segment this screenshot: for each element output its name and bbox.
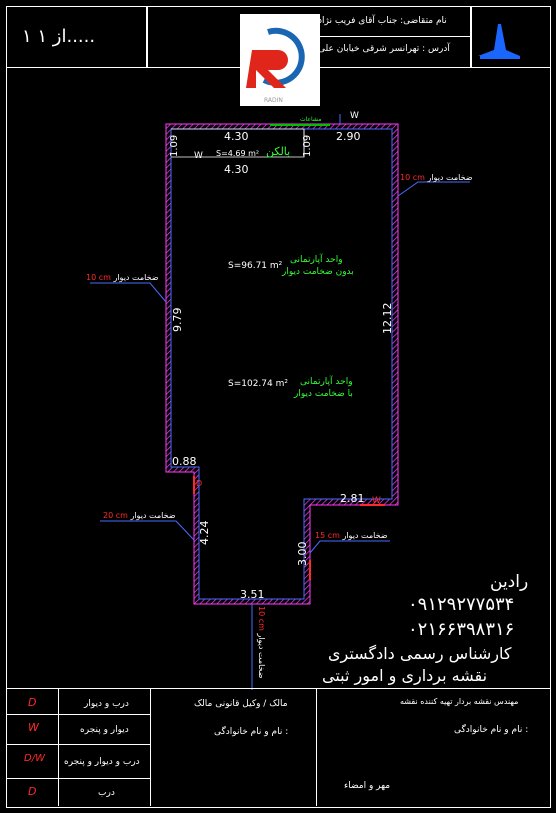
engineer-l2: نام و نام خانوادگی : xyxy=(454,725,529,735)
owner-block-l2: نام و نام خانوادگی : xyxy=(214,727,289,737)
wall-note-prefix: ضخامت دیوار xyxy=(113,273,159,282)
balcony-area: S=4.69 m² xyxy=(216,149,260,158)
footer-col-divider-2 xyxy=(150,688,151,806)
owner-label: نام متقاضی: جناب آقای فریب نژاد xyxy=(318,16,447,26)
dim-top-left: 4.30 xyxy=(224,130,249,143)
dim-right: 12.12 xyxy=(381,302,394,335)
wall-note-right-lower: 15 cm ضخامت دیوار xyxy=(315,531,388,540)
area-without-wall: S=96.71 m² xyxy=(228,261,283,271)
wall-note-prefix: ضخامت دیوار xyxy=(257,633,266,679)
footer-row-2 xyxy=(6,744,150,745)
leader-left-lower xyxy=(100,520,195,541)
footer-block xyxy=(6,688,551,808)
dim-top-right: 2.90 xyxy=(336,130,361,143)
leader-right-top xyxy=(397,181,470,197)
engineer-l1: مهندس نقشه بردار تهیه کننده نقشه xyxy=(400,697,519,706)
dim-bottom: 3.51 xyxy=(240,588,265,601)
wall-note-prefix: ضخامت دیوار xyxy=(427,173,473,182)
top-note: مشاعات xyxy=(300,116,322,123)
area-with-wall: S=102.74 m² xyxy=(228,379,288,389)
legend-symbol-1: D xyxy=(28,696,37,709)
unit-without-wall-l2: بدون ضخامت دیوار xyxy=(282,267,354,277)
legend-label-4: درب xyxy=(98,788,115,798)
wall-note-left-lower: 20 cm ضخامت دیوار xyxy=(103,511,176,520)
contact-title-l2: نقشه برداری و امور ثبتی xyxy=(322,666,488,685)
inner-space xyxy=(170,128,393,600)
contact-phone1: ۰۹۱۲۹۲۷۷۵۳۴ xyxy=(408,594,515,615)
address-label: آدرس : تهرانسر شرقی خیابان علی xyxy=(318,44,450,54)
header-page-box xyxy=(6,6,148,68)
page-number: ۱ از ۱..... xyxy=(22,26,96,47)
wall-note-left-upper: 10 cm ضخامت دیوار xyxy=(86,273,159,282)
leader-right-lower xyxy=(309,540,390,554)
leader-left-upper xyxy=(90,282,167,303)
wall-note-value: 10 cm xyxy=(400,173,425,182)
wall-note-prefix: ضخامت دیوار xyxy=(342,531,388,540)
logo-caption: RADIN xyxy=(264,97,283,104)
footer-row-3 xyxy=(6,778,150,779)
legend-label-3: درب و دیوار و پنجره xyxy=(64,757,140,767)
unit-with-wall-l2: با ضخامت دیوار xyxy=(294,389,353,399)
footer-col-divider-1 xyxy=(58,688,59,806)
header-emblem-box xyxy=(470,6,551,68)
unit-without-wall-l1: واحد آپارتمانی xyxy=(290,255,343,265)
legend-symbol-3: D/W xyxy=(24,753,45,764)
wall-note-value: 10 cm xyxy=(86,273,111,282)
logo-mark-icon xyxy=(246,27,305,88)
engineer-l3: مهر و امضاء xyxy=(344,781,391,791)
wall-note-value: 20 cm xyxy=(103,511,128,520)
dim-step-right: 2.81 xyxy=(340,492,365,505)
legend-label-1: درب و دیوار xyxy=(84,699,129,709)
brand-logo: RADIN xyxy=(240,14,320,106)
owner-block-l1: مالک / وکیل قانونی مالک xyxy=(194,699,288,709)
dim-balcony-right: 1.09 xyxy=(302,134,313,157)
window-mark-balcony: W xyxy=(194,151,203,161)
wall-note-prefix: ضخامت دیوار xyxy=(130,511,176,520)
contact-name: رادین xyxy=(490,572,529,592)
wall-note-value: 15 cm xyxy=(315,531,340,540)
dim-left-lower: 4.24 xyxy=(198,520,211,546)
dim-step-top: 0.88 xyxy=(172,455,197,468)
door-mark-left: D xyxy=(196,479,203,488)
wall-note-value: 10 cm xyxy=(257,606,266,631)
legend-label-2: دیوار و پنجره xyxy=(80,725,129,735)
balcony-label: بالکن xyxy=(266,145,291,158)
dim-balcony-bottom: 4.30 xyxy=(224,163,249,176)
footer-col-divider-3 xyxy=(316,688,317,806)
header-divider xyxy=(316,36,470,37)
wall-note-bottom: 10 cm ضخامت دیوار xyxy=(257,606,266,679)
legend-symbol-4: D xyxy=(28,785,37,798)
contact-phone2: ۰۲۱۶۶۳۹۸۳۱۶ xyxy=(408,619,515,640)
dim-balcony-left: 1.09 xyxy=(169,134,180,157)
dim-left-upper: 9.79 xyxy=(171,307,184,333)
window-mark-right: W xyxy=(372,496,381,506)
contact-title-l1: کارشناس رسمی دادگستری xyxy=(328,644,512,663)
wall-note-right-top: 10 cm ضخامت دیوار xyxy=(400,173,473,182)
unit-with-wall-l1: واحد آپارتمانی xyxy=(300,377,353,387)
window-mark-top: W xyxy=(350,111,359,121)
footer-row-1 xyxy=(6,714,150,715)
legend-symbol-2: W xyxy=(28,721,39,734)
dim-lower-right: 3.00 xyxy=(296,541,309,567)
